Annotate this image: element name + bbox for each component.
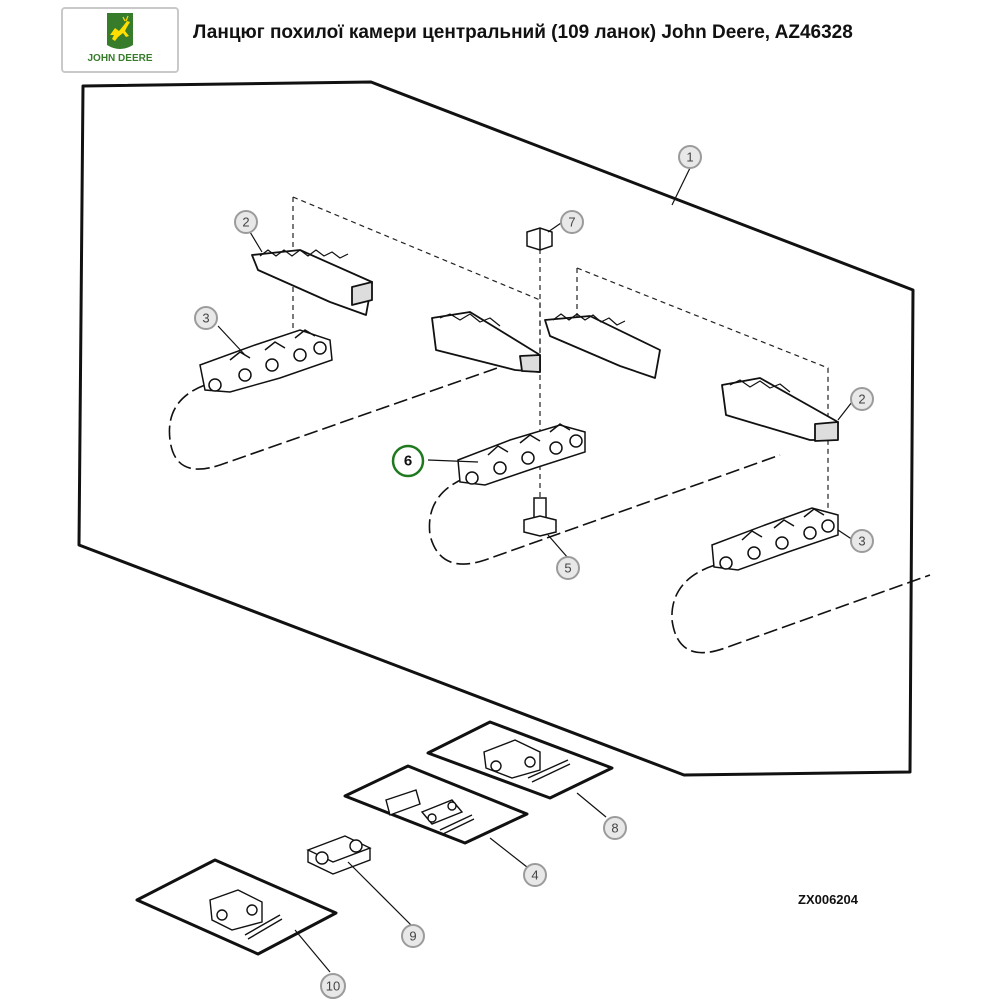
callout-3-left[interactable]: 3 bbox=[202, 311, 209, 326]
nut-part bbox=[526, 227, 553, 251]
callout-3-right[interactable]: 3 bbox=[858, 534, 865, 549]
slat-left bbox=[251, 249, 541, 373]
callout-6-highlighted[interactable]: 6 bbox=[404, 453, 412, 470]
callout-7[interactable]: 7 bbox=[568, 215, 575, 230]
deer-logo-icon: JOHN DEERE bbox=[87, 13, 153, 64]
brand-logo[interactable]: JOHN DEERE bbox=[61, 7, 179, 73]
callout-2-left[interactable]: 2 bbox=[242, 215, 249, 230]
slat-right bbox=[544, 313, 839, 442]
callout-4[interactable]: 4 bbox=[531, 868, 538, 883]
bolt-part bbox=[523, 497, 557, 537]
figure-code: ZX006204 bbox=[798, 892, 859, 907]
callout-8[interactable]: 8 bbox=[611, 821, 618, 836]
callout-2-right[interactable]: 2 bbox=[858, 392, 865, 407]
kit-box-4 bbox=[343, 764, 529, 845]
logo-wordmark: JOHN DEERE bbox=[87, 53, 152, 64]
callout-5[interactable]: 5 bbox=[564, 561, 571, 576]
callout-1[interactable]: 1 bbox=[686, 150, 693, 165]
assembly-panel-outline bbox=[77, 80, 915, 777]
callout-10[interactable]: 10 bbox=[326, 979, 340, 994]
chain-segment-right bbox=[711, 507, 839, 571]
callout-9[interactable]: 9 bbox=[409, 929, 416, 944]
chain-segment-left bbox=[199, 329, 333, 393]
chain-segment-center bbox=[457, 423, 586, 486]
page-title: Ланцюг похилої камери центральний (109 л… bbox=[193, 22, 853, 43]
